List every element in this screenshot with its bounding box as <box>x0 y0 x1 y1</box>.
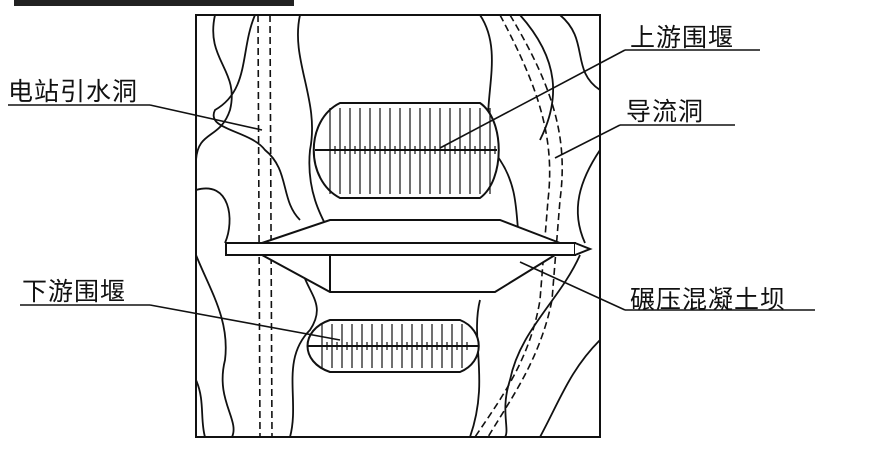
label-power-intake-tunnel: 电站引水洞 <box>8 77 139 106</box>
downstream-cofferdam <box>306 319 480 373</box>
power-intake-tunnel <box>257 14 273 438</box>
diversion-tunnel <box>474 14 563 438</box>
rcc-dam <box>225 219 593 293</box>
label-diversion-tunnel: 导流洞 <box>626 97 705 126</box>
leader-lines <box>8 49 815 341</box>
label-upstream-cofferdam: 上游围堰 <box>630 23 735 52</box>
cropped-heading-text <box>14 0 294 6</box>
label-downstream-cofferdam: 下游围堰 <box>22 277 127 306</box>
upstream-cofferdam <box>312 102 500 199</box>
label-rcc-dam: 碾压混凝土坝 <box>630 285 787 314</box>
plan-frame <box>195 14 601 438</box>
